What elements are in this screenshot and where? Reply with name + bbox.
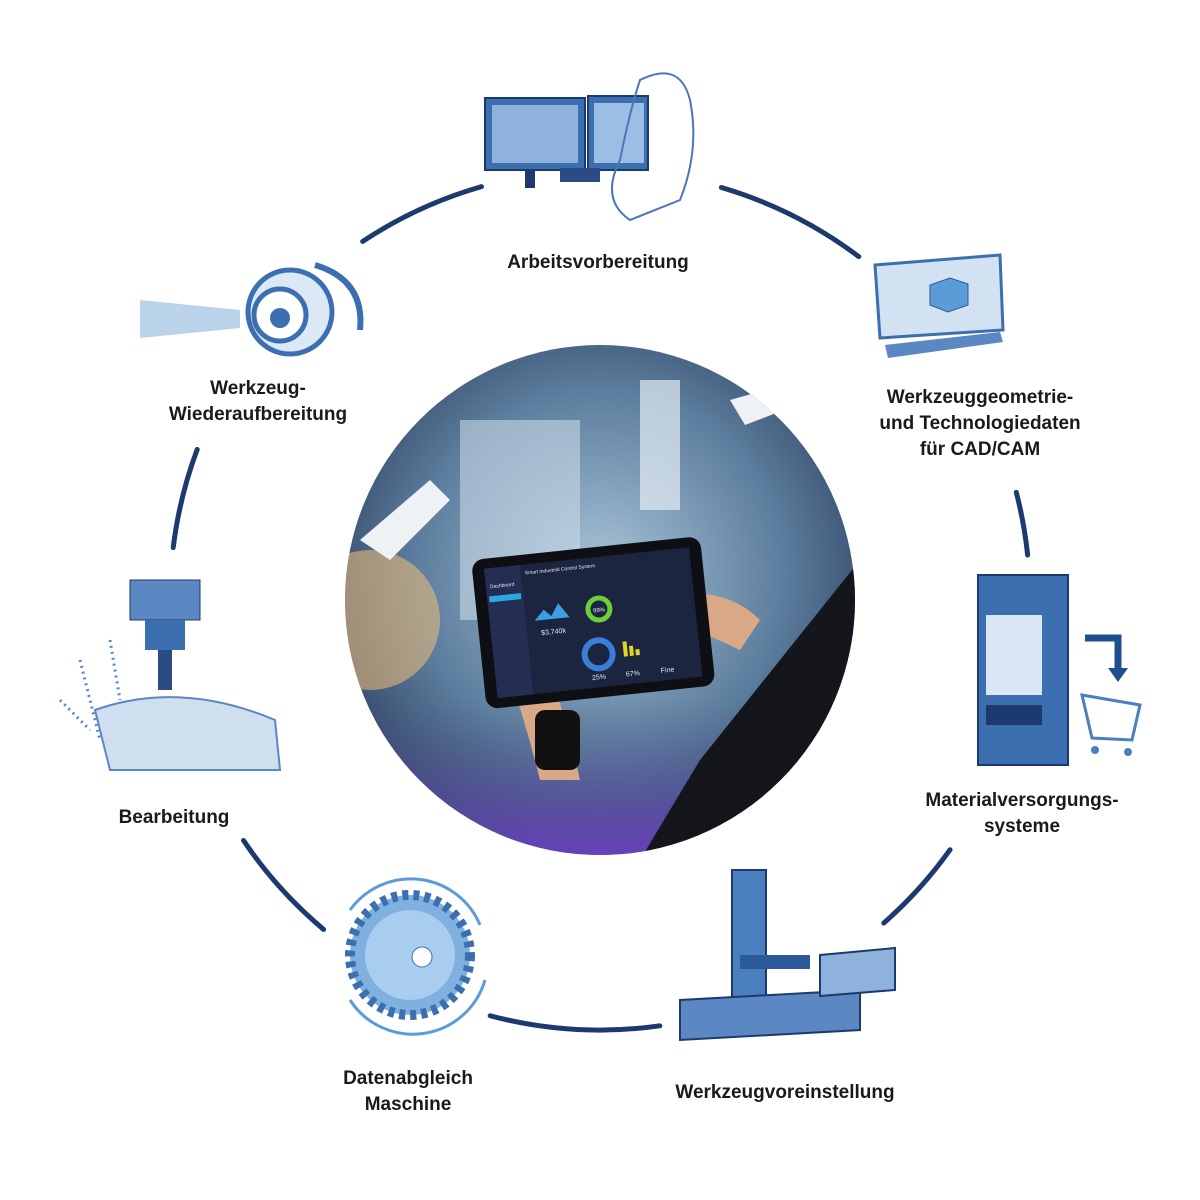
ring-arc-segment	[1013, 489, 1031, 558]
ring-arc-segment	[360, 184, 484, 244]
workstation-monitors-icon	[484, 72, 695, 222]
tablet-value-output: 67%	[626, 670, 641, 678]
tablet-value-revenue: $3,740k	[541, 628, 567, 638]
stage-label-wiederaufbereitung: Werkzeug-Wiederaufbereitung	[168, 378, 348, 425]
tablet-sidebar-title: Dashboard	[490, 582, 515, 591]
ring-arc-segment	[718, 184, 862, 260]
center-photo-tablet-factory: Smart Industrial Control System Dashboar…	[345, 345, 855, 855]
tablet-value-quality: 99%	[593, 607, 606, 614]
cycle-ring	[170, 184, 1031, 1033]
stage-label-werkzeugvoreinstellung: Werkzeugvoreinstellung	[675, 1082, 895, 1103]
presetting-machine-icon	[679, 869, 896, 1042]
ring-arc-segment	[487, 1013, 663, 1033]
ring-arc-segment	[170, 446, 200, 551]
stage-label-bearbeitung: Bearbeitung	[118, 807, 230, 828]
ring-arc-segment	[241, 837, 327, 932]
stage-label-materialversorgung: Materialversorgungs-systeme	[925, 790, 1119, 837]
tool-regrinding-icon	[140, 262, 364, 357]
tablet-value-load: 25%	[592, 674, 607, 682]
vending-machine-cart-icon	[977, 574, 1142, 766]
milling-spindle-icon	[58, 579, 282, 771]
gear-sync-icon	[345, 877, 487, 1036]
stage-label-arbeitsvorbereitung: Arbeitsvorbereitung	[507, 252, 689, 273]
ring-arc-segment	[881, 847, 953, 926]
tablet-value-status: Fine	[660, 666, 674, 674]
cad-monitor-cube-icon	[873, 253, 1005, 358]
